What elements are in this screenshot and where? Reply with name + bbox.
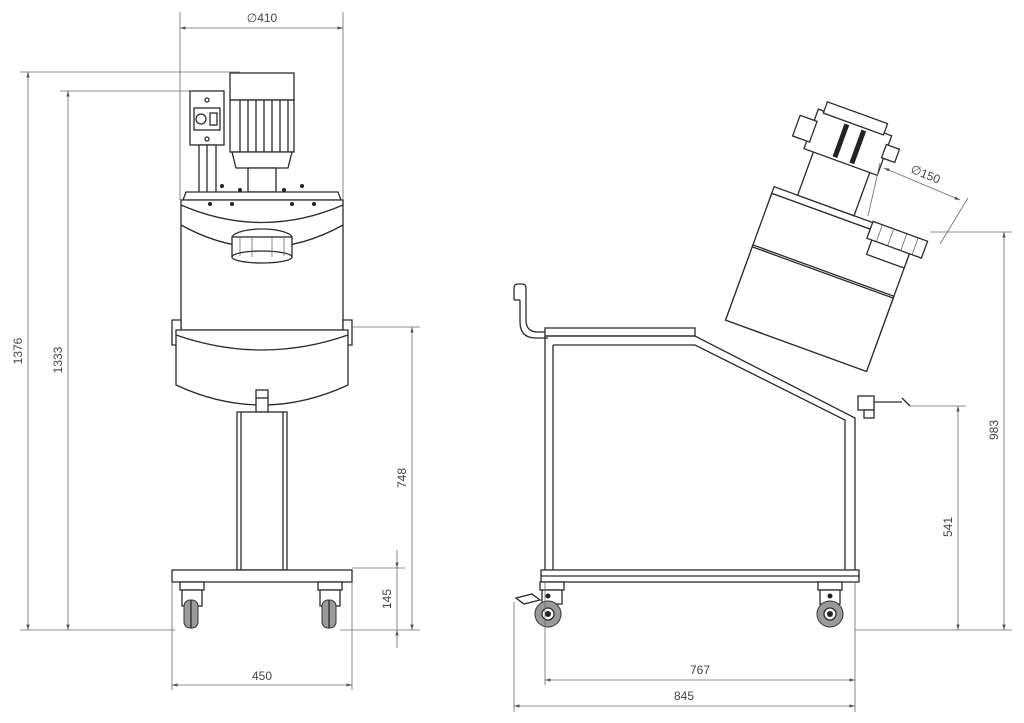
front-stand [171, 411, 353, 583]
side-frame [540, 327, 860, 583]
control-box [189, 90, 225, 196]
front-view: ∅410 1376 1333 [11, 11, 420, 690]
dim-base-height-label: 145 [380, 589, 394, 609]
dim-side-height-label: 983 [987, 420, 1001, 440]
dim-motor-height: 1333 [51, 90, 215, 630]
dim-base-width-label: 450 [252, 669, 272, 683]
dim-overall-length: 845 [513, 602, 855, 712]
dim-leg-height-label: 748 [395, 468, 409, 488]
motor [229, 72, 295, 193]
dim-overall-length-label: 845 [674, 689, 694, 703]
push-handle [513, 283, 548, 339]
side-outlet-valve [857, 395, 911, 419]
side-caster-right [816, 581, 844, 628]
side-inlet-cap [866, 220, 929, 259]
dim-overall-height: 1376 [11, 71, 240, 631]
dim-side-height: 983 [855, 231, 1012, 631]
dim-frame-length: 767 [544, 582, 856, 712]
dim-outlet-height-label: 541 [941, 517, 955, 537]
front-tank [171, 184, 353, 413]
dim-overall-height-label: 1376 [11, 337, 25, 364]
front-caster-left [179, 581, 205, 629]
dim-front-diameter: ∅410 [179, 11, 344, 200]
side-tank [724, 100, 916, 373]
side-view: ∅150 983 541 [513, 100, 1012, 712]
dim-frame-length-label: 767 [690, 663, 710, 677]
side-caster-left [514, 581, 565, 628]
dim-motor-height-label: 1333 [51, 346, 65, 373]
dim-base-height: 145 [340, 550, 420, 648]
dim-outlet-height: 541 [910, 405, 966, 630]
dim-front-diameter-label: ∅410 [247, 11, 278, 25]
dim-leg-height: 748 [352, 326, 420, 630]
dim-inlet-diameter-label: ∅150 [909, 162, 943, 187]
front-caster-right [317, 581, 343, 629]
dim-base-width: 450 [171, 582, 353, 690]
